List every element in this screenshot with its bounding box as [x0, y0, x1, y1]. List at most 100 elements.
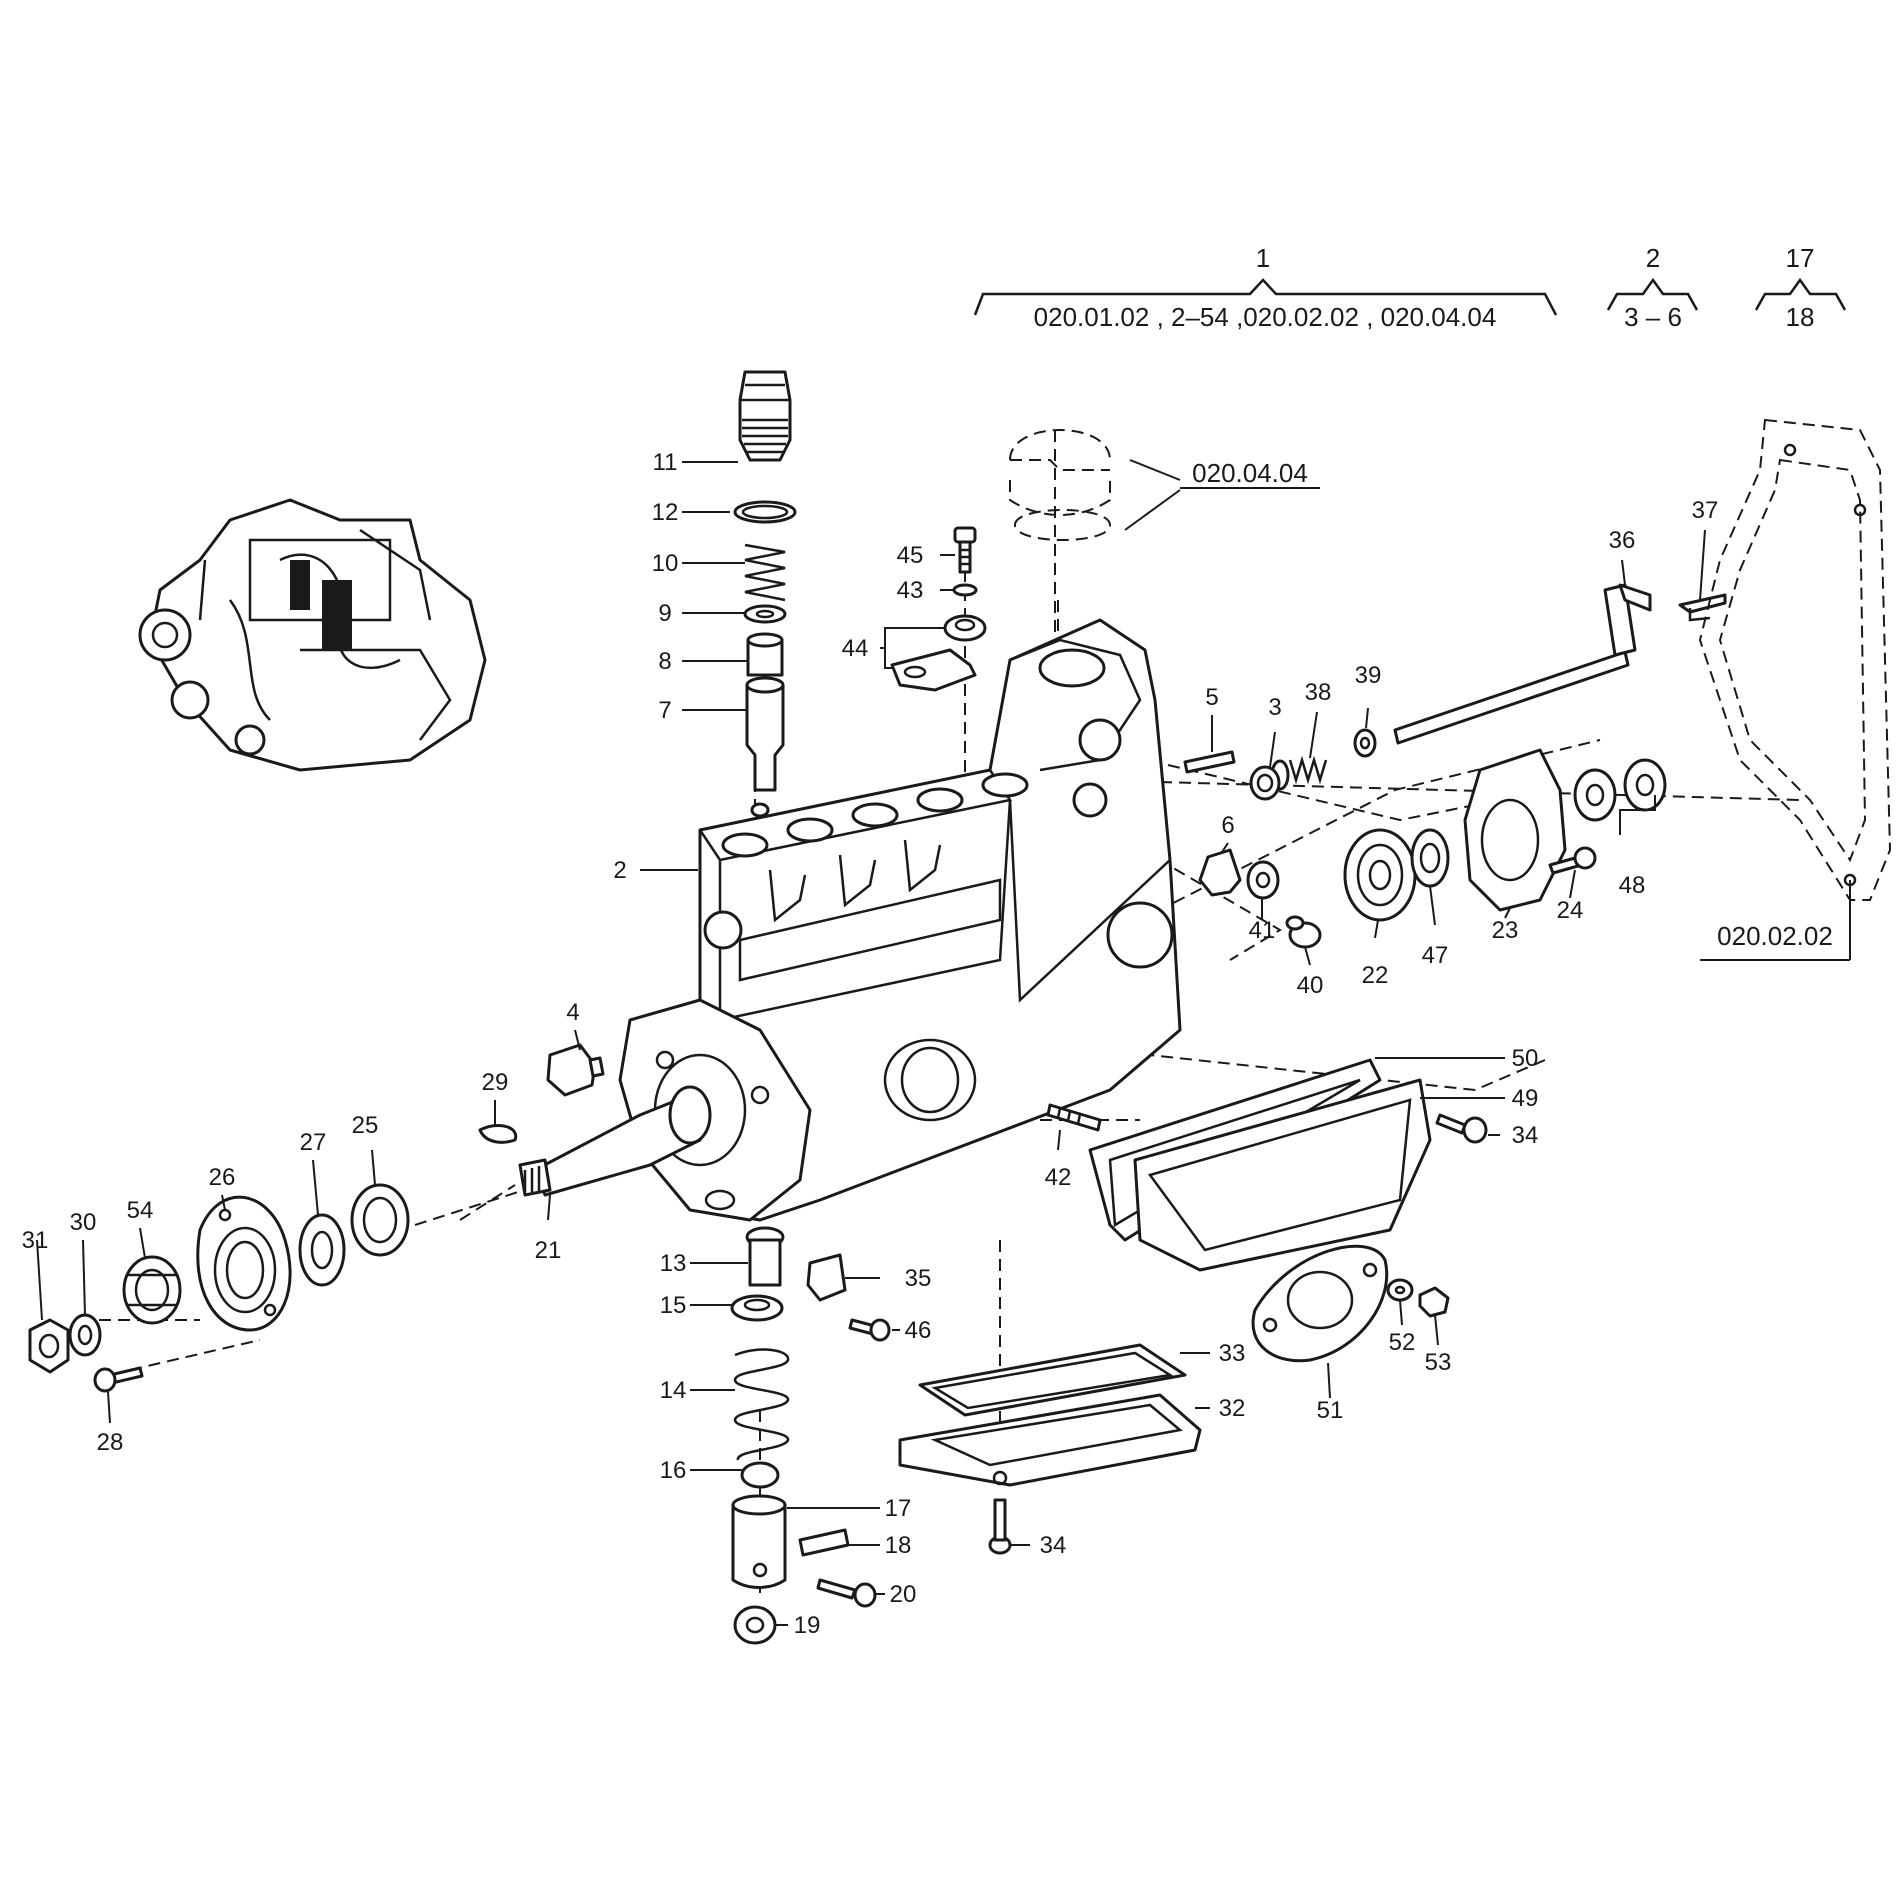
flange-26 [196, 1195, 292, 1332]
callout-31: 31 [22, 1227, 49, 1254]
callout-41: 41 [1249, 917, 1276, 944]
seal-47 [1410, 828, 1450, 888]
callout-28: 28 [97, 1429, 124, 1456]
callout-46: 46 [905, 1317, 932, 1344]
callout-36: 36 [1609, 527, 1636, 554]
callout-30: 30 [70, 1209, 97, 1236]
screw-20 [816, 1578, 877, 1608]
gasket-33 [918, 1343, 1187, 1417]
ring-27 [298, 1213, 346, 1287]
tappet-17 [731, 1494, 787, 1589]
callout-leaders [36, 461, 1706, 1626]
washer-41 [1246, 860, 1280, 900]
callout-9: 9 [658, 600, 671, 627]
callout-16: 16 [660, 1457, 687, 1484]
callout-13: 13 [660, 1250, 687, 1277]
callout-27: 27 [300, 1129, 327, 1156]
screw-34-upper [1435, 1113, 1488, 1144]
callout-25: 25 [352, 1112, 379, 1139]
header-ref-1-number: 1 [1256, 243, 1270, 273]
callout-49: 49 [1512, 1085, 1539, 1112]
callout-51: 51 [1317, 1397, 1344, 1424]
plunger-barrel [745, 676, 785, 818]
section-ref-top: 020.04.04 [1192, 458, 1308, 488]
callout-12: 12 [652, 499, 679, 526]
delivery-valve-holder [738, 370, 792, 462]
callout-6: 6 [1221, 812, 1234, 839]
callout-53: 53 [1425, 1349, 1452, 1376]
valve-washer [743, 604, 787, 624]
header-ref-1: 1 020.01.02 , 2–54 ,020.02.02 , 020.04.0… [973, 243, 1558, 332]
callout-14: 14 [660, 1377, 687, 1404]
clamp-44 [890, 614, 987, 692]
callout-43: 43 [897, 577, 924, 604]
callout-20: 20 [890, 1581, 917, 1608]
valve-cup [746, 632, 784, 677]
callout-21: 21 [535, 1237, 562, 1264]
stud-42 [1046, 1103, 1102, 1132]
link-37 [1678, 593, 1727, 622]
cover-32 [898, 1393, 1202, 1487]
callout-22: 22 [1362, 962, 1389, 989]
callout-11: 11 [653, 449, 678, 476]
callout-42: 42 [1045, 1164, 1072, 1191]
header-ref-2-refs: 3 – 6 [1624, 302, 1682, 332]
callout-15: 15 [660, 1292, 687, 1319]
callout-38: 38 [1305, 679, 1332, 706]
spring-14 [733, 1348, 790, 1461]
washer-48-b [1623, 758, 1667, 812]
cover-23 [1463, 748, 1567, 912]
key-29 [478, 1124, 518, 1144]
sealing-ring [733, 500, 797, 524]
washer-39 [1353, 728, 1377, 758]
callout-4: 4 [566, 999, 579, 1026]
callout-50: 50 [1512, 1045, 1539, 1072]
callout-3: 3 [1268, 694, 1281, 721]
spring-seat-15 [730, 1294, 784, 1322]
washer-48-a [1573, 768, 1617, 822]
gear-54 [122, 1255, 182, 1325]
control-rod [1393, 583, 1652, 745]
header-ref-1-refs: 020.01.02 , 2–54 ,020.02.02 , 020.04.04 [1034, 302, 1497, 332]
screw-24 [1548, 846, 1597, 875]
callout-29: 29 [482, 1069, 509, 1096]
seal-25 [350, 1183, 410, 1257]
nut-31 [28, 1318, 70, 1374]
callout-labels: 11 12 10 9 8 7 2 45 43 44 5 3 38 39 36 3… [22, 449, 1719, 1639]
governor-gasket: 020.02.02 [1698, 418, 1892, 961]
callout-32: 32 [1219, 1395, 1246, 1422]
callout-34-upper: 34 [1512, 1122, 1539, 1149]
bolt-28 [93, 1366, 144, 1393]
drive-shaft [518, 1085, 712, 1197]
callout-48: 48 [1619, 872, 1646, 899]
header-ref-2-number: 2 [1646, 243, 1660, 273]
bolt-40 [1285, 915, 1322, 949]
callout-10: 10 [652, 550, 679, 577]
header-ref-2: 2 3 – 6 [1606, 243, 1699, 332]
callout-34-lower: 34 [1040, 1532, 1067, 1559]
pump-housing [618, 618, 1182, 1222]
callout-26: 26 [209, 1164, 236, 1191]
callout-35: 35 [905, 1265, 932, 1292]
callout-52: 52 [1389, 1329, 1416, 1356]
header-ref-17: 17 18 [1754, 243, 1847, 332]
callout-33: 33 [1219, 1340, 1246, 1367]
nut-53 [1418, 1286, 1450, 1318]
callout-7: 7 [658, 697, 671, 724]
pin-18 [798, 1528, 850, 1557]
header-ref-1-bracket [973, 278, 1558, 316]
callout-44: 44 [842, 635, 869, 662]
nut-4 [546, 1043, 605, 1097]
screw-46 [848, 1318, 891, 1342]
callout-8: 8 [658, 648, 671, 675]
roller-19 [733, 1605, 777, 1645]
bush-3 [1249, 765, 1281, 801]
lock-washer-30 [68, 1313, 102, 1357]
pin-5 [1183, 750, 1236, 774]
callout-39: 39 [1355, 662, 1382, 689]
callout-54: 54 [127, 1197, 154, 1224]
clamp-35 [806, 1253, 847, 1302]
callout-45: 45 [897, 542, 924, 569]
callout-17: 17 [885, 1495, 912, 1522]
